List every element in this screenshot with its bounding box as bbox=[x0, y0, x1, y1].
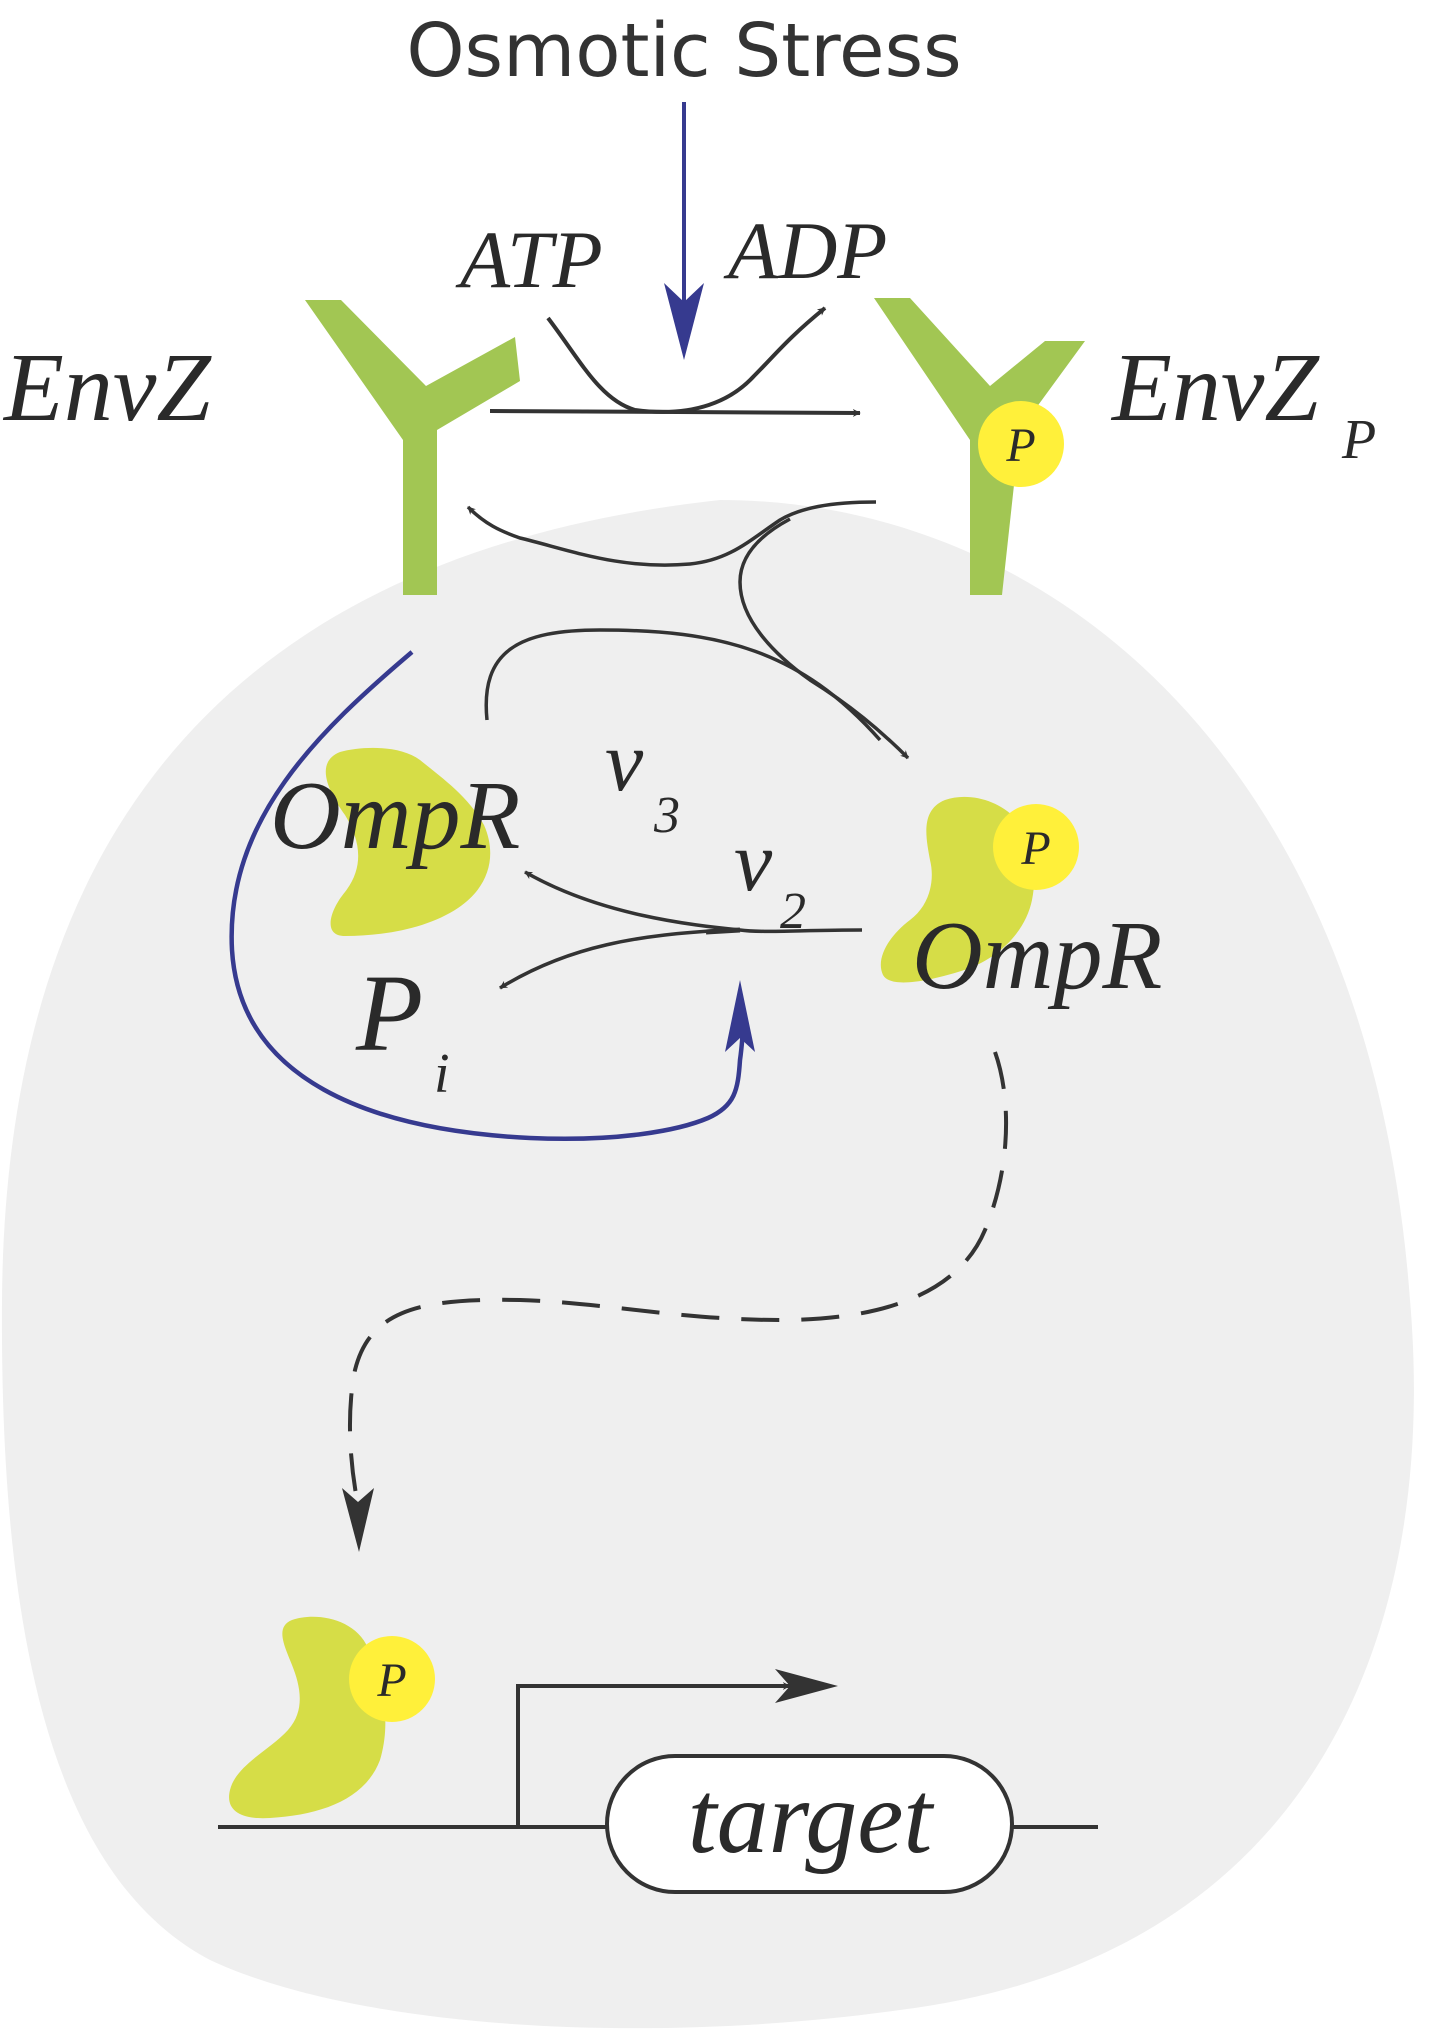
svg-text:v: v bbox=[605, 713, 644, 809]
svg-text:P: P bbox=[376, 1654, 406, 1707]
stress-arrow bbox=[664, 102, 704, 360]
envz-p-to-envz-arrow bbox=[466, 500, 877, 567]
svg-text:EnvZ: EnvZ bbox=[1110, 334, 1320, 442]
dashed-arrowhead bbox=[342, 1488, 374, 1552]
bound-phosphate-icon: P bbox=[349, 1636, 435, 1722]
envz-receptor-icon bbox=[305, 300, 520, 595]
adp-label: ADP bbox=[723, 205, 887, 296]
svg-text:P: P bbox=[355, 952, 423, 1074]
svg-text:i: i bbox=[434, 1043, 450, 1105]
osmotic-stress-label: Osmotic Stress bbox=[406, 8, 961, 94]
pi-label: P i bbox=[355, 952, 450, 1105]
activation-arrowhead bbox=[725, 980, 755, 1052]
svg-text:3: 3 bbox=[653, 787, 680, 844]
ompr-protein-icon bbox=[325, 747, 491, 936]
atp-label: ATP bbox=[455, 214, 603, 305]
dephosphorylation-to-pi-arrow bbox=[499, 928, 726, 990]
translocation-dashed-arrow bbox=[348, 1051, 1009, 1506]
svg-text:P: P bbox=[1341, 409, 1376, 471]
promoter-arrow-icon bbox=[516, 1669, 838, 1827]
envz-p-label: EnvZ P bbox=[1110, 334, 1376, 471]
svg-text:P: P bbox=[1005, 419, 1035, 472]
envz-activation-loop bbox=[229, 650, 746, 1142]
v3-rate-label: v 3 bbox=[605, 713, 680, 844]
ompr-left-label: OmpR bbox=[270, 762, 520, 870]
ompr-phosphate-icon: P bbox=[993, 804, 1079, 890]
envz-phosphate-icon: P bbox=[978, 401, 1064, 487]
ompr-right-label: OmpR bbox=[912, 902, 1162, 1010]
envz-p-to-ompr-arrow bbox=[738, 517, 910, 760]
svg-text:v: v bbox=[734, 813, 773, 909]
ompr-to-ompr-p-arrow bbox=[484, 628, 882, 742]
svg-text:target: target bbox=[688, 1760, 935, 1875]
svg-text:P: P bbox=[1020, 822, 1050, 875]
target-gene-box: target bbox=[605, 1754, 1014, 1894]
bound-ompr-p-protein-icon bbox=[229, 1616, 386, 1819]
envz-label: EnvZ bbox=[2, 334, 212, 442]
atp-to-adp-arrow bbox=[546, 306, 827, 414]
